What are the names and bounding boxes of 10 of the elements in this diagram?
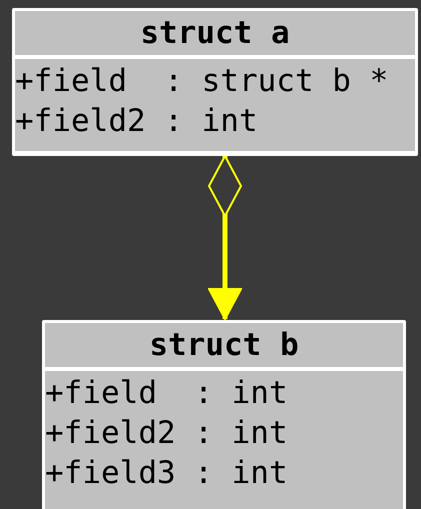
class-field: +field3 : int: [45, 453, 403, 493]
class-name: struct b: [45, 323, 403, 367]
class-field: +field2 : int: [45, 413, 403, 453]
aggregation-arrow: [208, 155, 242, 320]
class-box: [42, 320, 406, 509]
class-box: [12, 8, 418, 156]
class-field: +field : int: [45, 373, 403, 413]
class-field: +field2 : int: [15, 101, 415, 141]
class-field: +field : struct b *: [15, 61, 415, 101]
class-name: struct a: [15, 11, 415, 55]
